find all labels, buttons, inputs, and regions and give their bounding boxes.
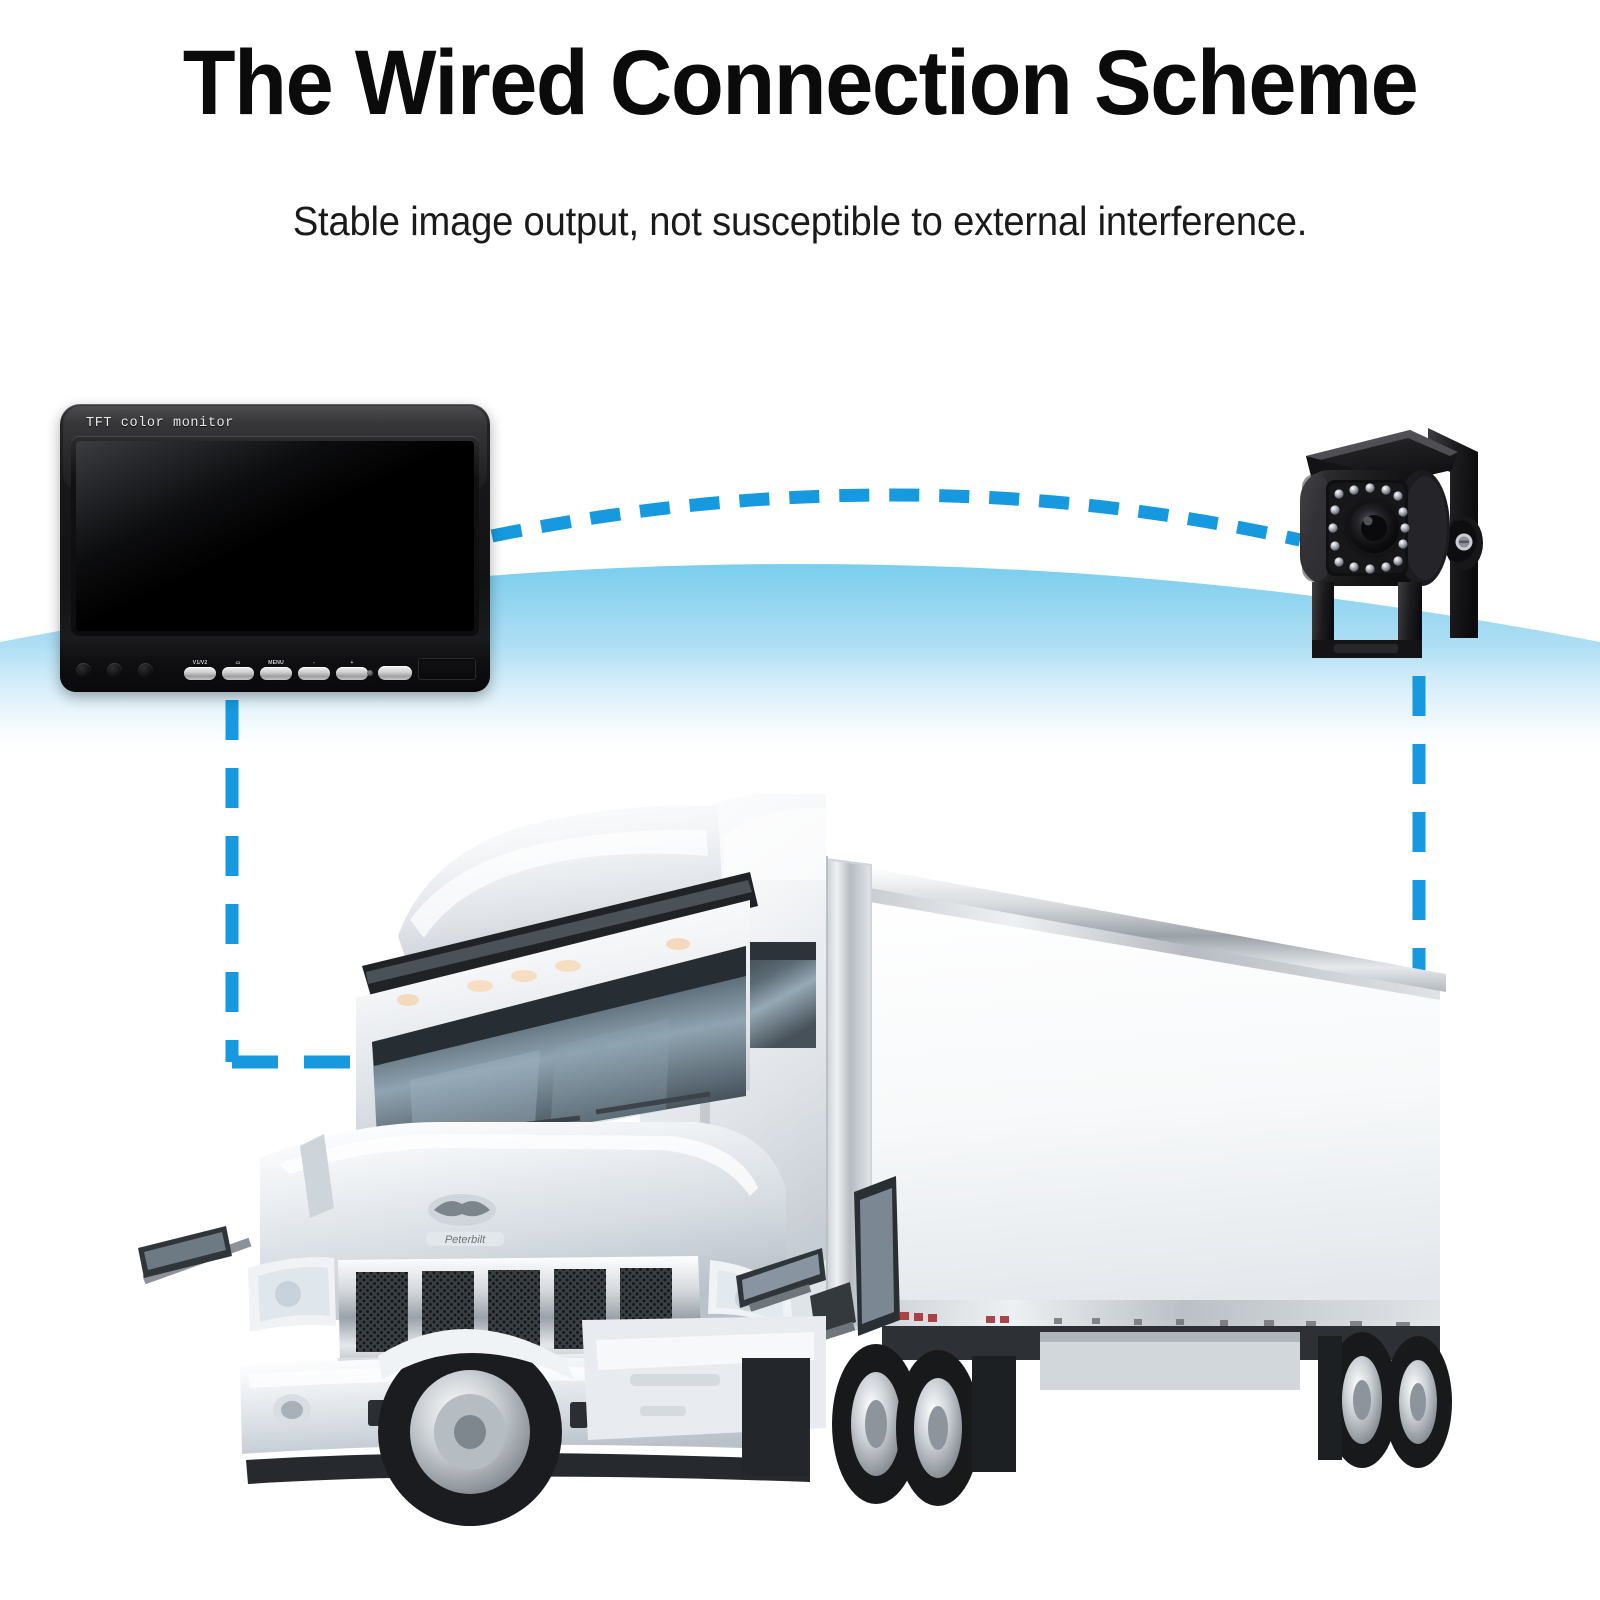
plus-button[interactable]: + <box>336 659 368 680</box>
page-subtitle: Stable image output, not susceptible to … <box>292 198 1308 244</box>
speaker-grille <box>418 658 476 680</box>
monitor-screen[interactable] <box>76 441 474 631</box>
drive-wheels <box>742 1344 1016 1506</box>
page-title: The Wired Connection Scheme <box>182 32 1419 134</box>
backup-camera-device[interactable] <box>1282 418 1492 668</box>
display-button-label: ▭ <box>235 659 241 666</box>
camera-bracket-legs <box>1312 582 1422 658</box>
video-source-button-label: V1/V2 <box>192 659 208 666</box>
camera-ir-leds <box>1328 483 1410 574</box>
camera-lens <box>1344 498 1404 558</box>
menu-button-cap[interactable] <box>260 667 292 680</box>
cab-marker-lights <box>397 938 690 1006</box>
power-led-icon <box>367 670 373 676</box>
mount-hole-icon <box>76 663 91 678</box>
plus-button-cap[interactable] <box>336 667 368 680</box>
front-wheel <box>378 1338 562 1526</box>
monitor-button-row: V1/V2 ▭ MENU - + <box>184 659 368 680</box>
camera-mount-bracket <box>1428 428 1483 638</box>
trailer <box>810 856 1446 1390</box>
minus-button[interactable]: - <box>298 659 330 680</box>
minus-button-label: - <box>313 659 315 666</box>
monitor-mount-holes <box>76 663 153 678</box>
display-button[interactable]: ▭ <box>222 659 254 680</box>
header: The Wired Connection Scheme Stable image… <box>0 0 1600 300</box>
svg-text:Peterbilt: Peterbilt <box>445 1234 486 1246</box>
minus-button-cap[interactable] <box>298 667 330 680</box>
tft-monitor-device[interactable]: TFT color monitor V1/V2 ▭ MENU <box>60 404 490 692</box>
mount-hole-icon <box>107 663 122 678</box>
trailer-markers <box>900 1312 1410 1328</box>
tractor-cab: Peterbilt <box>260 805 786 1320</box>
display-button-cap[interactable] <box>222 667 254 680</box>
monitor-power-group[interactable] <box>367 666 412 680</box>
trailer-wheels <box>1318 1332 1452 1468</box>
side-mirrors <box>138 1134 900 1345</box>
plus-button-label: + <box>350 659 354 666</box>
monitor-brand-label: TFT color monitor <box>86 416 234 431</box>
video-source-button[interactable]: V1/V2 <box>184 659 216 680</box>
monitor-base: V1/V2 ▭ MENU - + <box>60 636 490 692</box>
semi-truck-illustration: Peterbilt <box>110 760 1510 1560</box>
monitor-bezel <box>71 436 479 636</box>
menu-button[interactable]: MENU <box>260 659 292 680</box>
cab-fender <box>378 1328 574 1380</box>
mount-hole-icon <box>138 663 153 678</box>
wire-arc-monitor-camera <box>490 488 1302 547</box>
video-source-button-cap[interactable] <box>184 667 216 680</box>
power-button[interactable] <box>378 666 412 680</box>
menu-button-label: MENU <box>268 659 284 666</box>
